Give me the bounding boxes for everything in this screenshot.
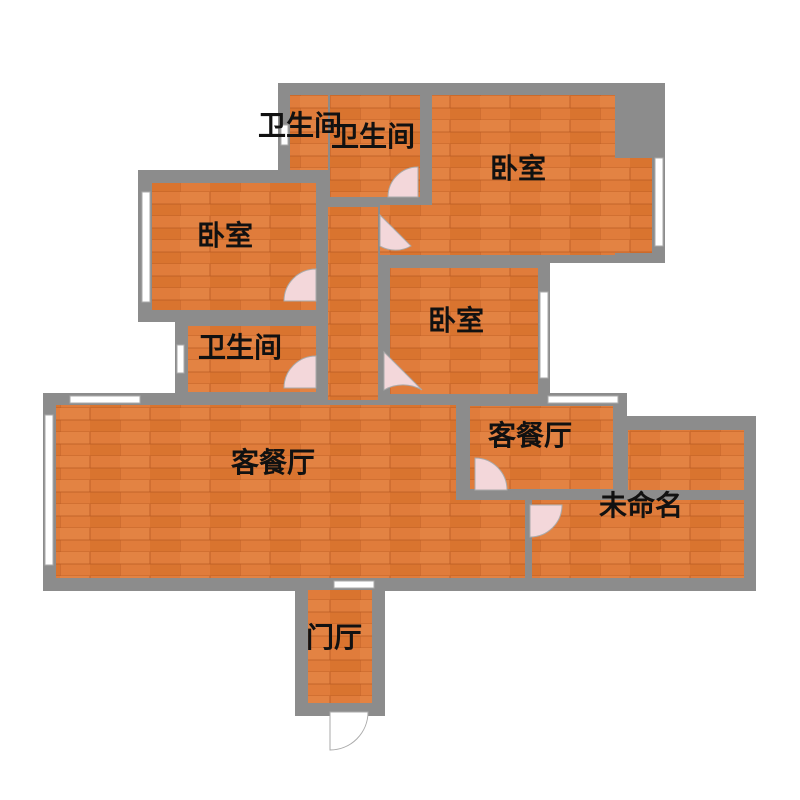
door-left-bedroom (283, 268, 317, 302)
doors (283, 166, 563, 751)
window-foyer-top (333, 580, 375, 589)
floor-corridor (328, 207, 378, 400)
door-entrance (329, 711, 369, 751)
window-left-bedroom (141, 191, 151, 303)
floor-living-ext (440, 500, 525, 578)
label-unnamed: 未命名 (599, 489, 683, 522)
floor-foyer (308, 590, 372, 703)
floor-master-bay (612, 158, 652, 253)
floor-living (56, 405, 456, 578)
floor-unnamed-top (628, 430, 744, 490)
label-bath-top: 卫生间 (331, 120, 415, 153)
label-bedroom-mid: 卧室 (428, 304, 484, 337)
floor-mid-bedroom (390, 268, 538, 394)
door-small-living (474, 457, 508, 491)
door-unnamed (529, 504, 563, 538)
floor-master (432, 95, 615, 255)
floor-bath-top-small (290, 95, 328, 170)
window-living-left (44, 414, 54, 566)
door-bath-top (387, 166, 419, 198)
floors (56, 95, 744, 703)
label-living-dining: 客餐厅 (231, 446, 315, 479)
windows (44, 124, 664, 589)
window-master-right (654, 157, 664, 247)
window-small-living (547, 395, 619, 404)
label-bath-left: 卫生间 (198, 331, 282, 364)
door-mid-bedroom (383, 350, 423, 391)
label-foyer: 门厅 (306, 621, 362, 654)
door-left-bath (283, 355, 317, 389)
label-bath-top-small: 卫生间 (258, 109, 342, 142)
door-master (379, 213, 412, 251)
room-labels: 卫生间 卫生间 卧室 卧室 卧室 卫生间 客餐厅 客餐厅 未命名 门厅 (197, 109, 683, 654)
label-living-dining-small: 客餐厅 (488, 419, 572, 452)
window-left-bath (176, 344, 185, 374)
label-bedroom-left: 卧室 (197, 219, 253, 252)
floor-unnamed (532, 500, 744, 578)
window-mid-bedroom (539, 291, 549, 379)
label-bedroom-master: 卧室 (490, 152, 546, 185)
window-bath-top (280, 124, 289, 146)
window-living-top (69, 395, 141, 404)
